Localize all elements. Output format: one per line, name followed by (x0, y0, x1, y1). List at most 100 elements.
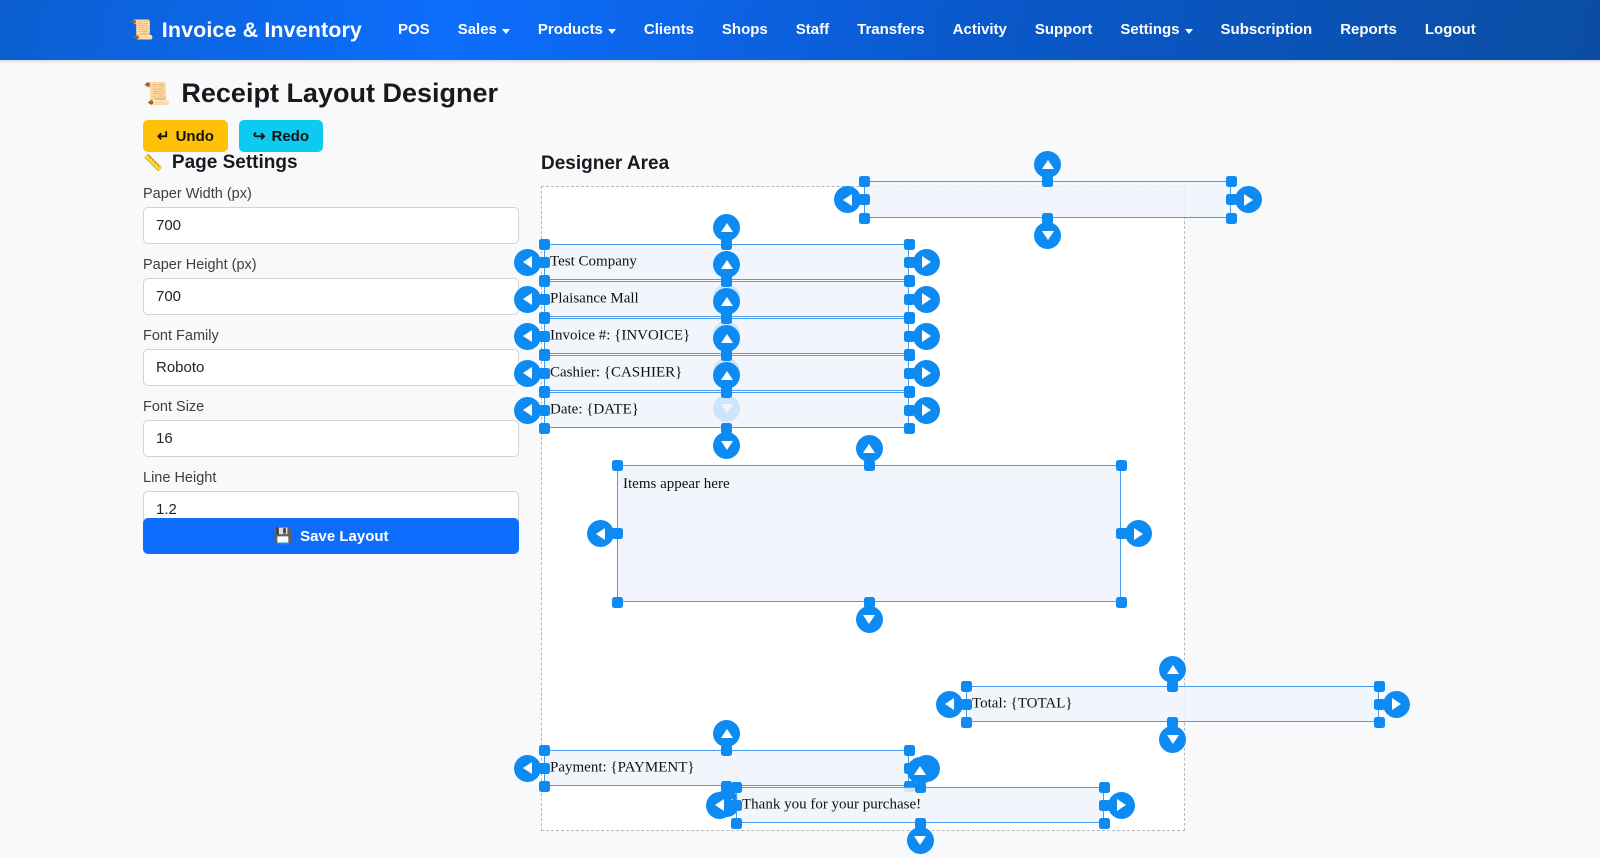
resize-handle-n[interactable] (721, 744, 732, 756)
resize-handle-w[interactable] (611, 528, 623, 539)
resize-handle-e[interactable] (1225, 194, 1237, 205)
move-left-button[interactable] (513, 396, 541, 424)
move-right-button[interactable] (912, 359, 940, 387)
move-left-button[interactable] (513, 754, 541, 782)
resize-handle-e[interactable] (903, 404, 915, 416)
resize-handle-ne[interactable] (1098, 781, 1110, 793)
paper-width-input[interactable] (143, 207, 519, 244)
nav-item-activity[interactable]: Activity (939, 0, 1021, 60)
resize-handle-nw[interactable] (538, 238, 550, 250)
resize-handle-w[interactable] (538, 404, 550, 416)
nav-item-reports[interactable]: Reports (1326, 0, 1411, 60)
nav-item-subscription[interactable]: Subscription (1207, 0, 1327, 60)
resize-handle-nw[interactable] (538, 275, 550, 287)
move-up-button[interactable] (713, 361, 740, 389)
resize-handle-e[interactable] (903, 330, 915, 342)
resize-handle-w[interactable] (538, 256, 550, 268)
move-up-button[interactable] (855, 434, 883, 462)
move-right-button[interactable] (1107, 791, 1135, 819)
move-left-button[interactable] (935, 690, 963, 718)
paper-height-input[interactable] (143, 278, 519, 315)
receipt-text-date[interactable]: Date: {DATE} (544, 392, 909, 428)
nav-item-transfers[interactable]: Transfers (843, 0, 939, 60)
move-down-button[interactable] (855, 605, 883, 633)
resize-handle-n[interactable] (1042, 175, 1053, 187)
move-right-button[interactable] (1124, 520, 1152, 547)
resize-handle-nw[interactable] (611, 459, 623, 471)
resize-handle-n[interactable] (721, 238, 732, 250)
move-left-button[interactable] (586, 520, 614, 547)
nav-item-sales[interactable]: Sales (444, 0, 524, 60)
nav-item-logout[interactable]: Logout (1411, 0, 1490, 60)
resize-handle-w[interactable] (960, 698, 972, 710)
nav-item-support[interactable]: Support (1021, 0, 1107, 60)
resize-handle-se[interactable] (1373, 716, 1385, 728)
resize-handle-e[interactable] (1115, 528, 1127, 539)
resize-handle-ne[interactable] (1115, 459, 1127, 471)
resize-handle-ne[interactable] (903, 238, 915, 250)
resize-handle-nw[interactable] (538, 744, 550, 756)
resize-handle-e[interactable] (1373, 698, 1385, 710)
nav-item-staff[interactable]: Staff (782, 0, 843, 60)
resize-handle-nw[interactable] (730, 781, 742, 793)
move-left-button[interactable] (513, 248, 541, 276)
resize-handle-w[interactable] (538, 293, 550, 305)
move-up-button[interactable] (713, 250, 740, 278)
resize-handle-n[interactable] (721, 349, 732, 361)
font-size-input[interactable] (143, 420, 519, 457)
resize-handle-n[interactable] (721, 386, 732, 398)
resize-handle-n[interactable] (721, 312, 732, 324)
move-left-button[interactable] (513, 359, 541, 387)
resize-handle-se[interactable] (1225, 212, 1237, 224)
resize-handle-s[interactable] (914, 817, 926, 829)
move-up-button[interactable] (906, 756, 934, 784)
resize-handle-ne[interactable] (903, 744, 915, 756)
resize-handle-se[interactable] (1098, 817, 1110, 829)
resize-handle-se[interactable] (1115, 596, 1127, 608)
nav-item-shops[interactable]: Shops (708, 0, 782, 60)
move-up-button[interactable] (713, 213, 740, 241)
resize-handle-s[interactable] (1167, 716, 1178, 728)
resize-handle-w[interactable] (538, 367, 550, 379)
redo-button[interactable]: ↪ Redo (238, 120, 323, 152)
resize-handle-nw[interactable] (960, 680, 972, 692)
resize-handle-e[interactable] (903, 293, 915, 305)
move-left-button[interactable] (833, 186, 861, 213)
save-layout-button[interactable]: 💾 Save Layout (143, 518, 519, 554)
resize-handle-w[interactable] (538, 330, 550, 342)
resize-handle-sw[interactable] (611, 596, 623, 608)
resize-handle-ne[interactable] (903, 386, 915, 398)
resize-handle-se[interactable] (903, 780, 915, 792)
move-up-button[interactable] (1159, 655, 1186, 683)
resize-handle-nw[interactable] (538, 386, 550, 398)
move-right-button[interactable] (912, 322, 940, 350)
nav-item-pos[interactable]: POS (384, 0, 444, 60)
move-up-button[interactable] (713, 324, 740, 352)
resize-handle-sw[interactable] (858, 212, 870, 224)
resize-handle-s[interactable] (721, 422, 732, 434)
move-right-button[interactable] (912, 396, 940, 424)
move-right-button[interactable] (912, 285, 940, 313)
nav-item-products[interactable]: Products (524, 0, 630, 60)
resize-handle-e[interactable] (903, 256, 915, 268)
resize-handle-s[interactable] (863, 596, 875, 608)
receipt-block-items[interactable]: Items appear here (617, 465, 1121, 602)
resize-handle-sw[interactable] (960, 716, 972, 728)
move-up-button[interactable] (713, 719, 740, 747)
resize-handle-nw[interactable] (538, 349, 550, 361)
move-up-button[interactable] (1034, 150, 1061, 178)
resize-handle-e[interactable] (1098, 799, 1110, 811)
resize-handle-ne[interactable] (1373, 680, 1385, 692)
resize-handle-n[interactable] (863, 459, 875, 471)
move-right-button[interactable] (1234, 186, 1262, 213)
move-right-button[interactable] (1382, 690, 1410, 718)
resize-handle-sw[interactable] (538, 780, 550, 792)
resize-handle-s[interactable] (1042, 212, 1053, 224)
resize-handle-ne[interactable] (903, 349, 915, 361)
resize-handle-sw[interactable] (730, 817, 742, 829)
resize-handle-n[interactable] (914, 781, 926, 793)
move-down-button[interactable] (1159, 725, 1186, 753)
font-family-input[interactable] (143, 349, 519, 386)
resize-handle-e[interactable] (903, 367, 915, 379)
move-left-button[interactable] (513, 285, 541, 313)
